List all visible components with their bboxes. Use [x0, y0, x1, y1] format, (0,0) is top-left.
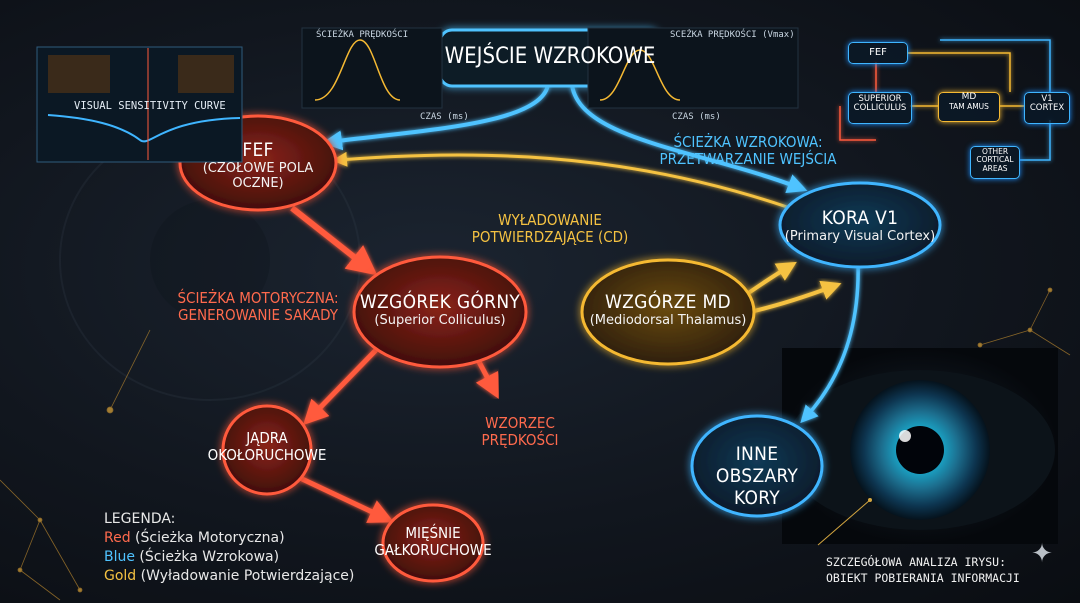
visual-path-label: ŚCIEŻKA WZROKOWA: PRZETWARZANIE WEJŚCIA — [648, 133, 848, 169]
muscles-line1: MIĘŚNIE — [405, 524, 461, 542]
legend-red-desc: (Ścieżka Motoryczna) — [130, 529, 285, 546]
legend-blue-desc: (Ścieżka Wzrokowa) — [134, 548, 280, 565]
v1-label: KORA V1 (Primary Visual Cortex) — [780, 207, 940, 245]
mini-md-sub: TAM AMUS — [949, 101, 989, 111]
legend-red: Red (Ścieżka Motoryczna) — [104, 529, 354, 548]
nuclei-label: JĄDRA OKOŁORUCHOWE — [205, 429, 329, 465]
velocity-line1: WZORZEC — [485, 414, 555, 432]
other-label: INNE OBSZARY KORY — [692, 443, 822, 510]
mini-v1: V1 CORTEX — [1024, 92, 1070, 124]
iris-note-line1: SZCZEGÓŁOWA ANALIZA IRYSU: — [826, 555, 1007, 569]
md-label: WZGÓRZE MD (Mediodorsal Thalamus) — [582, 291, 754, 329]
node-sc — [352, 255, 528, 369]
input-title: WEJŚCIE WZROKOWE — [444, 44, 656, 69]
mini-other: OTHER CORTICAL AREAS — [970, 146, 1020, 179]
md-title: WZGÓRZE MD — [604, 291, 732, 313]
corollary-label: WYŁADOWANIE POTWIERDZAJĄCE (CD) — [460, 211, 640, 247]
fef-label: FEF (CZOŁOWE POLA OCZNE) — [180, 139, 336, 192]
velocity-label: WZORZEC PRĘDKOŚCI — [470, 414, 570, 450]
inset-mid-left-title: ŚCIEŻKA PRĘDKOŚCI — [316, 30, 409, 40]
edge-nuclei-to-muscles — [298, 475, 395, 523]
sc-title: WZGÓREK GÓRNY — [359, 291, 521, 313]
edge-v1-to-fef — [332, 151, 791, 210]
edge-fef-to-sc — [290, 205, 378, 276]
mini-md-title: MD — [961, 92, 977, 102]
iris-image — [782, 348, 1058, 546]
legend-gold-desc: (Wyładowanie Potwierdzające) — [136, 567, 355, 584]
edge-input-to-fef — [322, 84, 550, 151]
node-nuclei — [221, 404, 313, 496]
nuclei-line1: JĄDRA — [246, 429, 288, 447]
motor-path-line2: GENEROWANIE SAKADY — [178, 306, 338, 325]
v1-subtitle: (Primary Visual Cortex) — [784, 228, 936, 244]
constellation-decoration — [0, 287, 1071, 601]
inset-left-graph — [36, 46, 243, 163]
muscles-line2: GAŁKORUCHOWE — [374, 541, 492, 560]
node-v1 — [778, 181, 942, 269]
legend-blue-word: Blue — [104, 548, 135, 565]
legend-gold: Gold (Wyładowanie Potwierdzające) — [104, 567, 354, 586]
edge-v1-to-other — [800, 261, 860, 424]
legend-title: LEGENDA: — [104, 511, 176, 527]
muscles-label: MIĘŚNIE GAŁKORUCHOWE — [373, 524, 493, 560]
mini-fef: FEF — [848, 42, 908, 64]
other-line1: INNE OBSZARY — [715, 443, 799, 487]
velocity-line2: PRĘDKOŚCI — [481, 431, 559, 450]
fef-title: FEF — [242, 139, 274, 161]
edge-md-to-v1-b — [749, 280, 842, 314]
sc-label: WZGÓREK GÓRNY (Superior Colliculus) — [354, 291, 526, 329]
corollary-line1: WYŁADOWANIE — [498, 211, 602, 229]
inset-mid-xlabel-right: CZAS (ms) — [672, 112, 721, 122]
edge-input-to-v1 — [570, 84, 808, 194]
iris-note-line2: OBIEKT POBIERANIA INFORMACJI — [826, 570, 1020, 585]
other-line2: KORY — [734, 486, 780, 509]
legend-red-word: Red — [104, 529, 131, 546]
mini-map-lines — [839, 39, 1051, 161]
mini-md: MD TAM AMUS — [938, 92, 1000, 122]
sc-subtitle: (Superior Colliculus) — [374, 312, 506, 328]
node-muscles — [381, 503, 485, 583]
inset-mid-xlabel-left: CZAS (ms) — [420, 112, 469, 122]
visual-path-line2: PRZETWARZANIE WEJŚCIA — [659, 150, 837, 169]
node-other — [690, 414, 824, 518]
v1-title: KORA V1 — [821, 207, 899, 229]
legend-blue: Blue (Ścieżka Wzrokowa) — [104, 548, 354, 567]
inset-left-title: VISUAL SENSITIVITY CURVE — [74, 100, 226, 112]
corollary-line2: POTWIERDZAJĄCE (CD) — [471, 228, 629, 247]
nuclei-line2: OKOŁORUCHOWE — [207, 446, 327, 465]
node-md — [580, 258, 756, 366]
inset-mid-right-title: SCEŻKA PRĘDKOŚCI (Vmax) — [670, 30, 795, 40]
mini-sc: SUPERIOR COLLICULUS — [848, 92, 912, 124]
md-subtitle: (Mediodorsal Thalamus) — [589, 312, 747, 328]
sparkle-icon: ✦ — [1031, 539, 1053, 569]
legend: LEGENDA: Red (Ścieżka Motoryczna) Blue (… — [104, 510, 354, 586]
motor-path-label: ŚCIEŻKA MOTORYCZNA: GENEROWANIE SAKADY — [160, 289, 356, 325]
iris-note: SZCZEGÓŁOWA ANALIZA IRYSU: OBIEKT POBIER… — [826, 555, 1020, 586]
edge-sc-to-nuclei — [303, 348, 378, 426]
fef-subtitle: (CZOŁOWE POLA OCZNE) — [202, 160, 314, 191]
legend-gold-word: Gold — [104, 567, 137, 584]
visual-path-line1: ŚCIEŻKA WZROKOWA: — [673, 133, 823, 151]
edge-sc-to-velocity — [475, 358, 499, 399]
motor-path-line1: ŚCIEŻKA MOTORYCZNA: — [177, 289, 339, 307]
inset-mid-graph — [301, 27, 799, 109]
